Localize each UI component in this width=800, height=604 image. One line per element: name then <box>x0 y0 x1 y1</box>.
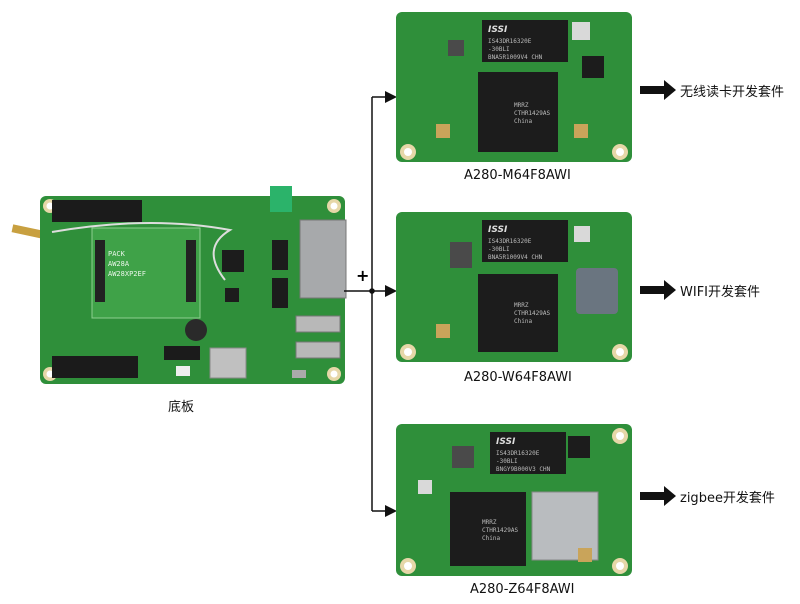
svg-text:MRRZ: MRRZ <box>514 302 529 309</box>
svg-text:IS43DR16320E: IS43DR16320E <box>496 450 540 457</box>
svg-text:CTHR1429AS: CTHR1429AS <box>482 527 519 534</box>
svg-text:CTHR1429AS: CTHR1429AS <box>514 310 551 317</box>
ram-chip-2 <box>482 220 568 262</box>
svg-text:MRRZ: MRRZ <box>514 102 529 109</box>
kit-arrows <box>640 80 676 506</box>
module-3-name: A280-Z64F8AWI <box>470 582 575 597</box>
zigbee-shield <box>531 491 599 561</box>
svg-text:BNGY9B000V3 CHN: BNGY9B000V3 CHN <box>496 466 551 473</box>
terminal-block <box>270 186 292 212</box>
cpu-chip-3 <box>450 492 526 566</box>
svg-text:ISSI: ISSI <box>488 25 508 35</box>
svg-text:IS43DR16320E: IS43DR16320E <box>488 238 532 245</box>
module-board-3: ISSI IS43DR16320E -30BLI BNGY9B000V3 CHN… <box>396 424 632 576</box>
pin-header-top <box>52 200 142 222</box>
svg-text:PACK: PACK <box>108 250 126 258</box>
cpu-chip-1 <box>478 72 558 152</box>
connector-lines <box>344 91 397 517</box>
svg-text:ISSI: ISSI <box>496 437 516 447</box>
module-1-kit-label: 无线读卡开发套件 <box>680 85 785 100</box>
svg-text:-30BLI: -30BLI <box>488 246 510 253</box>
module-board-2: ISSI IS43DR16320E -30BLI BNA5R1009V4 CHN… <box>396 212 632 362</box>
base-board: PACK AW28A AW28XP2EF <box>11 186 347 384</box>
module-2-name: A280-W64F8AWI <box>464 370 572 385</box>
svg-text:AW28A: AW28A <box>108 260 130 268</box>
pin-header-bottom <box>52 356 138 378</box>
svg-text:China: China <box>514 118 532 125</box>
base-board-caption: 底板 <box>168 400 195 415</box>
svg-text:AW28XP2EF: AW28XP2EF <box>108 270 146 278</box>
svg-text:China: China <box>514 318 532 325</box>
svg-text:ISSI: ISSI <box>488 225 508 235</box>
ram-chip-3 <box>490 432 566 474</box>
svg-text:-30BLI: -30BLI <box>496 458 518 465</box>
svg-text:-30BLI: -30BLI <box>488 46 510 53</box>
module-2-kit-label: WIFI开发套件 <box>680 285 760 300</box>
svg-text:IS43DR16320E: IS43DR16320E <box>488 38 532 45</box>
wifi-module-chip <box>576 268 618 314</box>
svg-text:China: China <box>482 535 500 542</box>
plus-symbol: + <box>356 266 370 285</box>
module-1-name: A280-M64F8AWI <box>464 168 571 183</box>
ram-chip-1 <box>482 20 568 62</box>
svg-text:BNA5R1009V4 CHN: BNA5R1009V4 CHN <box>488 54 543 61</box>
cpu-chip-2 <box>478 274 558 352</box>
svg-text:BNA5R1009V4 CHN: BNA5R1009V4 CHN <box>488 254 543 261</box>
ethernet-jack <box>299 219 347 299</box>
module-3-kit-label: zigbee开发套件 <box>680 491 775 506</box>
module-board-1: ISSI IS43DR16320E -30BLI BNA5R1009V4 CHN… <box>396 12 632 162</box>
svg-text:MRRZ: MRRZ <box>482 519 497 526</box>
svg-text:CTHR1429AS: CTHR1429AS <box>514 110 551 117</box>
